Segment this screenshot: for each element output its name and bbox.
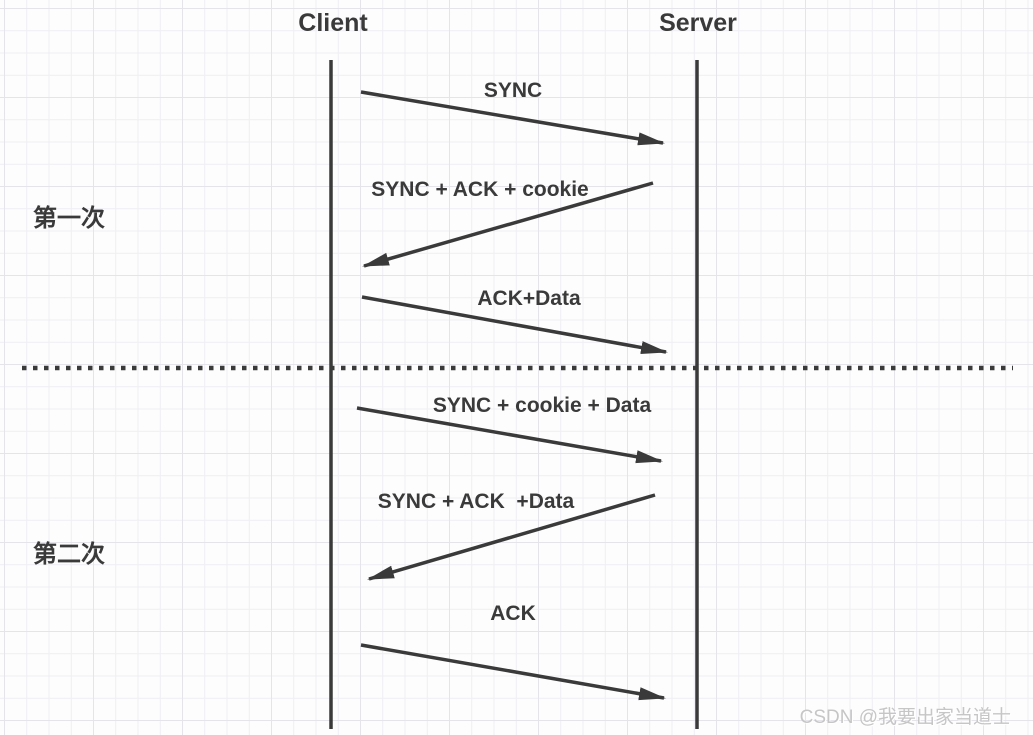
message-label-sync-ack-cookie: SYNC + ACK + cookie [371,178,589,201]
message-label-sync-ack-data: SYNC + ACK +Data [377,490,575,513]
phase-1-label: 第一次 [33,205,105,232]
message-arrow-sync-ack-data [367,493,656,581]
message-arrow-sync-ack-cookie [362,181,654,268]
message-arrow-sync-cookie-data [356,406,663,464]
participant-title-client: Client [298,9,368,37]
message-arrow-ack-data [361,295,668,354]
message-arrow-ack [360,643,666,701]
message-label-sync-cookie-data: SYNC + cookie + Data [432,394,652,417]
phase-2-label: 第二次 [33,541,105,568]
message-label-ack: ACK [490,602,536,625]
watermark-text: CSDN @我要出家当道士 [799,707,1011,728]
message-arrow-sync [360,90,665,146]
participant-title-server: Server [659,9,737,37]
message-label-ack-data: ACK+Data [477,287,581,310]
message-label-sync: SYNC [483,79,543,102]
